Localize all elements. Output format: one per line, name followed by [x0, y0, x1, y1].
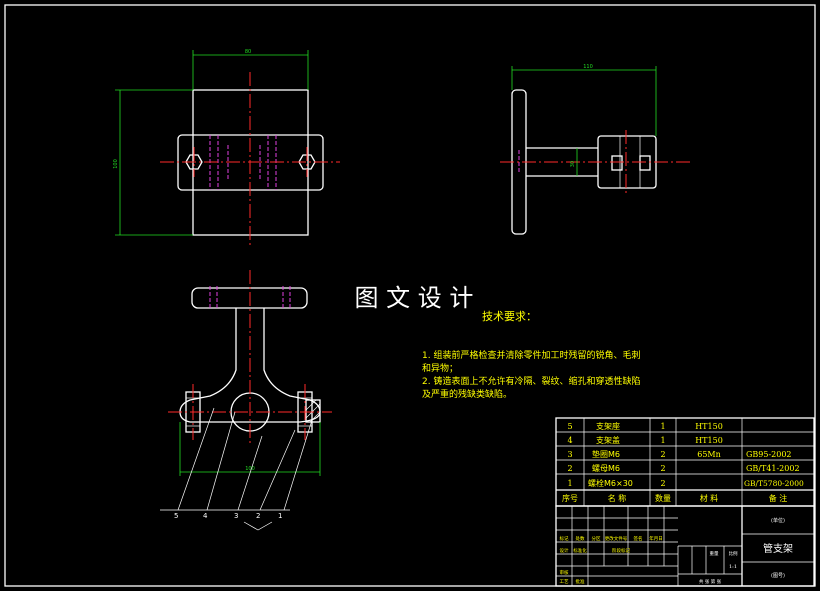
svg-text:材 料: 材 料 — [700, 493, 719, 503]
svg-text:2: 2 — [567, 464, 572, 473]
svg-text:65Mn: 65Mn — [697, 450, 721, 459]
svg-text:垫圈M6: 垫圈M6 — [592, 449, 620, 459]
notes-line-4: 及严重的残缺类缺陷。 — [422, 388, 512, 400]
svg-text:处数: 处数 — [576, 535, 585, 542]
front-view: 80 100 — [113, 49, 340, 248]
scale-value: 1:1 — [729, 564, 737, 570]
top-view: 100 5 4 3 2 1 — [160, 270, 332, 531]
bill-of-materials: 5 支架座 1 HT150 4 支架盖 1 HT150 3 垫圈M6 2 65M… — [555, 417, 815, 507]
svg-text:1: 1 — [567, 479, 572, 488]
svg-text:分区: 分区 — [592, 535, 601, 542]
drawing-code: (图号) — [771, 573, 785, 579]
notes-title: 技术要求： — [482, 310, 537, 323]
svg-text:4: 4 — [567, 436, 572, 445]
bom-row-1: 1 螺栓M6×30 2 GB/T5780-2000 — [567, 478, 804, 488]
svg-text:支架座: 支架座 — [596, 421, 620, 431]
top-base-dim: 100 — [245, 466, 255, 472]
bom-row-4: 4 支架盖 1 HT150 — [567, 435, 722, 445]
svg-text:2: 2 — [660, 479, 665, 488]
svg-text:设计: 设计 — [560, 547, 569, 554]
balloon-3: 3 — [234, 512, 238, 520]
svg-text:重量: 重量 — [710, 550, 719, 557]
balloon-5: 5 — [174, 512, 178, 520]
notes-line-3: 2. 铸造表面上不允许有冷隔、裂纹、缩孔和穿透性缺陷 — [422, 375, 640, 387]
svg-text:批准: 批准 — [576, 578, 585, 585]
svg-text:共 张 第 张: 共 张 第 张 — [699, 578, 722, 585]
svg-text:工艺: 工艺 — [560, 579, 569, 585]
watermark-backdrop — [332, 278, 497, 316]
svg-text:HT150: HT150 — [695, 436, 723, 445]
watermark-text: 图 文 设 计 — [355, 284, 474, 312]
front-width-dim: 80 — [245, 49, 251, 55]
svg-text:序号: 序号 — [562, 493, 578, 503]
svg-text:5: 5 — [567, 422, 572, 431]
svg-text:支架盖: 支架盖 — [596, 435, 620, 445]
svg-text:GB/T5780-2000: GB/T5780-2000 — [744, 479, 804, 488]
title-block: 标记 处数 分区 更改文件号 签名 年月日 设计 审核 标准化 工艺 批准 阶段… — [555, 505, 815, 587]
svg-text:年月日: 年月日 — [649, 535, 663, 542]
svg-text:阶段标记: 阶段标记 — [612, 547, 630, 554]
front-nut-left — [185, 154, 203, 170]
svg-text:标准化: 标准化 — [573, 547, 587, 554]
svg-text:签名: 签名 — [634, 535, 643, 542]
sheet-border — [4, 4, 816, 587]
notes-line-2: 和异物； — [422, 362, 458, 374]
svg-text:2: 2 — [660, 450, 665, 459]
balloon-1: 1 — [278, 512, 282, 520]
svg-text:数量: 数量 — [655, 493, 671, 503]
bom-row-5: 5 支架座 1 HT150 — [567, 421, 722, 431]
side-pipe-dim: 30 — [570, 161, 576, 167]
svg-text:标记: 标记 — [560, 535, 569, 542]
side-view: 110 30 — [500, 64, 690, 235]
bom-row-2: 2 螺母M6 2 GB/T41-2002 — [567, 463, 799, 473]
front-height-dim: 100 — [113, 159, 119, 169]
top-web-and-clamp — [179, 308, 321, 423]
svg-text:比例: 比例 — [729, 550, 738, 557]
side-length-dim: 110 — [583, 64, 593, 70]
svg-text:3: 3 — [567, 450, 572, 459]
svg-text:GB95-2002: GB95-2002 — [746, 450, 792, 459]
technical-notes: 技术要求： 1. 组装前严格检查并清除零件加工时残留的锐角、毛刺 和异物； 2.… — [422, 310, 640, 400]
svg-text:螺母M6: 螺母M6 — [592, 463, 620, 473]
svg-text:2: 2 — [660, 464, 665, 473]
svg-text:1: 1 — [660, 436, 665, 445]
svg-text:备 注: 备 注 — [769, 493, 788, 503]
svg-text:HT150: HT150 — [695, 422, 723, 431]
svg-text:GB/T41-2002: GB/T41-2002 — [746, 464, 800, 473]
svg-text:审核: 审核 — [560, 569, 569, 576]
svg-text:螺栓M6×30: 螺栓M6×30 — [588, 478, 633, 488]
svg-text:1: 1 — [660, 422, 665, 431]
svg-text:更改文件号: 更改文件号 — [605, 535, 628, 542]
title-unit: (单位) — [771, 517, 785, 524]
balloon-4: 4 — [203, 512, 208, 520]
bom-header: 序号 名 称 数量 材 料 备 注 — [562, 493, 787, 503]
bom-row-3: 3 垫圈M6 2 65Mn GB95-2002 — [567, 449, 791, 459]
drawing-name: 管支架 — [763, 542, 793, 555]
balloon-2: 2 — [256, 512, 260, 520]
svg-text:名 称: 名 称 — [608, 493, 627, 503]
notes-line-1: 1. 组装前严格检查并清除零件加工时残留的锐角、毛刺 — [422, 349, 640, 361]
